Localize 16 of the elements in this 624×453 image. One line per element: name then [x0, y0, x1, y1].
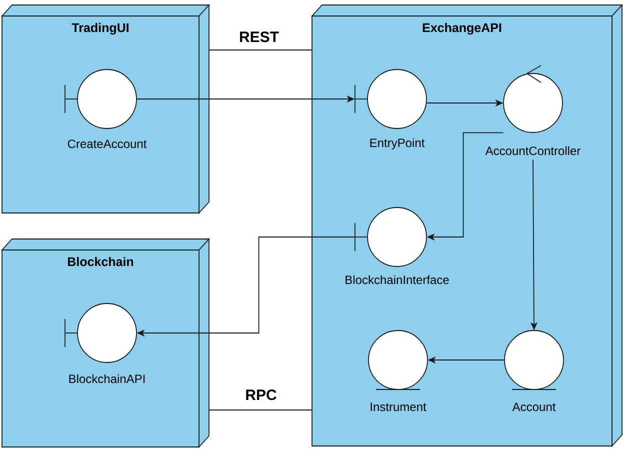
- node-label: AccountController: [485, 146, 580, 156]
- entity-object: Account: [504, 330, 564, 412]
- boundary-object: BlockchainInterface: [346, 207, 449, 284]
- node-label: BlockchainInterface: [346, 275, 449, 284]
- node-label: Account: [512, 402, 556, 412]
- control-object: AccountController: [485, 65, 580, 156]
- node-label: EntryPoint: [370, 138, 425, 150]
- boundary-object: EntryPoint: [354, 69, 427, 150]
- boundary-object: CreateAccount: [64, 69, 147, 148]
- edge-label: REST: [240, 32, 279, 42]
- boundary-object: BlockchainAPI: [64, 303, 145, 384]
- node-label: Instrument: [370, 402, 426, 412]
- node-label: CreateAccount: [68, 140, 147, 148]
- entity-object: Instrument: [368, 330, 428, 412]
- edge-label: RPC: [246, 390, 276, 400]
- node-label: BlockchainAPI: [69, 374, 145, 384]
